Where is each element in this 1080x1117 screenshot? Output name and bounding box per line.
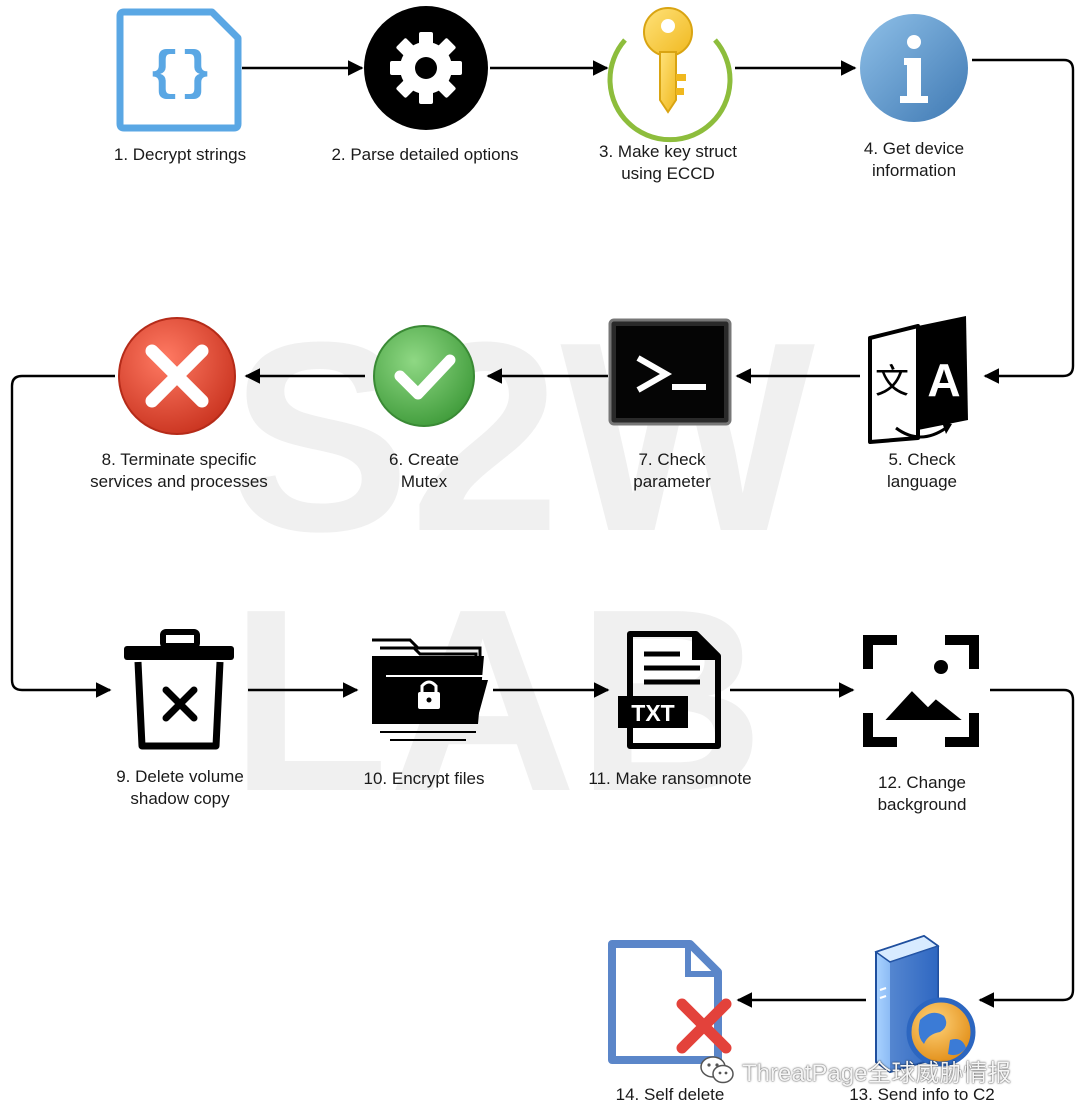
step-11-label: 11. Make ransomnote xyxy=(588,769,752,788)
step-10-label: 10. Encrypt files xyxy=(363,769,485,788)
json-file-icon: {} xyxy=(116,8,242,132)
connectors xyxy=(10,58,1075,1008)
step-5-label: 5. Check language xyxy=(887,450,957,491)
arrow-8-9 xyxy=(10,374,115,698)
error-circle-icon xyxy=(118,317,236,435)
step-9-label: 9. Delete volume shadow copy xyxy=(116,767,244,808)
check-circle-icon xyxy=(373,325,475,427)
wechat-icon xyxy=(700,1056,734,1084)
key-icon xyxy=(607,7,733,143)
txt-file-icon: TXT xyxy=(618,631,721,749)
svg-text:TXT: TXT xyxy=(631,700,674,726)
terminal-icon xyxy=(608,318,732,426)
svg-text:A: A xyxy=(927,354,960,406)
trash-x-icon xyxy=(124,629,234,750)
locked-folder-icon xyxy=(372,638,488,741)
step-13-label: 13. Send info to C2 xyxy=(849,1085,995,1104)
server-globe-icon xyxy=(874,934,976,1074)
svg-text:文: 文 xyxy=(875,362,909,402)
step-14-label: 14. Self delete xyxy=(615,1085,725,1104)
arrow-12-13 xyxy=(978,688,1075,1008)
step-4-label: 4. Get device information xyxy=(863,139,965,180)
arrow-4-5 xyxy=(972,58,1075,384)
info-icon xyxy=(860,14,968,122)
svg-text:{}: {} xyxy=(148,44,213,105)
file-delete-icon xyxy=(608,940,732,1064)
watermark-brand: ThreatPage全球威胁情报 xyxy=(700,1050,1011,1090)
step-6-label: 6. Create Mutex xyxy=(389,450,459,491)
step-2-label: 2. Parse detailed options xyxy=(331,145,519,164)
step-12-label: 12. Change background xyxy=(877,773,967,814)
step-8-label: 8. Terminate specific services and proce… xyxy=(90,450,268,491)
translate-icon: 文 A xyxy=(868,316,968,444)
step-1-label: 1. Decrypt strings xyxy=(113,145,247,164)
step-3-label: 3. Make key struct using ECCD xyxy=(599,142,737,183)
image-frame-icon xyxy=(863,635,979,747)
gear-icon xyxy=(364,6,488,130)
step-7-label: 7. Check parameter xyxy=(633,450,711,491)
watermark-text: ThreatPage全球威胁情报 xyxy=(742,1059,1012,1087)
